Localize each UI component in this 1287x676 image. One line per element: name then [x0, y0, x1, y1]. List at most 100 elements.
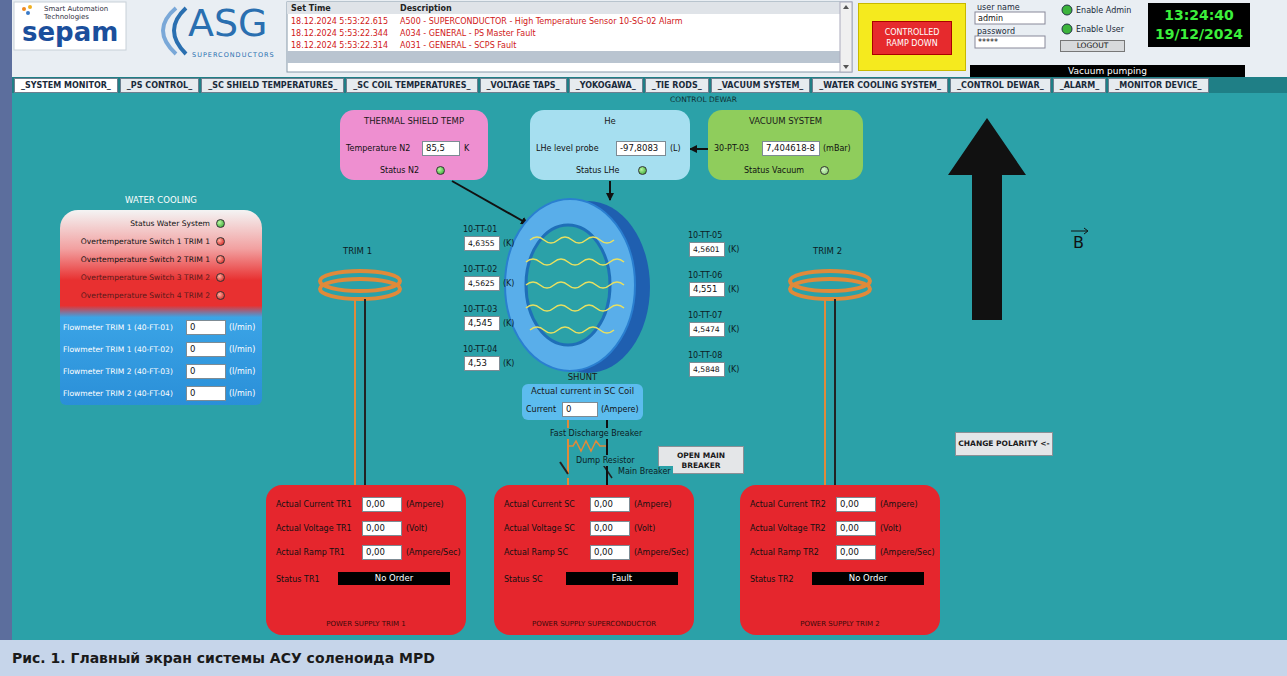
screen-label: Enable Admin	[1076, 5, 1131, 16]
trim-coil-1	[320, 271, 400, 485]
scrollbar	[840, 2, 852, 72]
panel-text: Flowmeter TRIM 1 (40-FT-02)	[63, 344, 185, 355]
panel-text: 0,00	[362, 497, 402, 512]
screen-label: 10-TT-01	[463, 224, 497, 235]
screen-label: password	[977, 26, 1015, 37]
tab-label: _TIE RODS_	[645, 78, 709, 93]
power-supply-panel: Actual Current TR10,00(Ampere)Actual Vol…	[266, 485, 466, 635]
tab-label: _MONITOR DEVICE_	[1108, 78, 1208, 93]
screen-label: 13:24:40	[1148, 7, 1250, 23]
panel-text: 0,00	[590, 521, 630, 536]
tab-label: _CONTROL DEWAR_	[950, 78, 1051, 93]
alarm-row-selected	[287, 51, 840, 63]
feed-arrow	[452, 181, 528, 224]
panel-text: Flowmeter TRIM 2 (40-FT-04)	[63, 388, 185, 399]
panel-text: 30-PT-03	[714, 143, 749, 154]
power-supply-panel: Actual Current TR20,00(Ampere)Actual Vol…	[740, 485, 940, 635]
screen-label: Set Time	[291, 3, 331, 14]
panel-text: Temperature N2	[346, 143, 410, 154]
panel-text: 85,5	[422, 141, 460, 156]
status-led	[216, 219, 225, 228]
panel-text: 0,00	[590, 545, 630, 560]
panel-text: K	[464, 143, 469, 154]
panel-text: THERMAL SHIELD TEMP	[340, 116, 488, 127]
status-led	[638, 166, 647, 175]
panel-text: (L)	[670, 143, 681, 154]
vector-head	[1084, 228, 1088, 234]
screen-label: Vacuum pumping	[970, 65, 1245, 77]
panel-text: (Ampere)	[601, 404, 639, 415]
screen-label: (K)	[503, 238, 515, 249]
logo-box	[14, 2, 126, 50]
main-panel	[12, 93, 1287, 640]
panel-text: 7,404618-8	[762, 141, 820, 156]
panel-text: SHUNT	[522, 372, 643, 383]
alarm-table	[287, 2, 852, 72]
panel-text: Actual current in SC Coil	[522, 386, 643, 397]
panel-text: 0,00	[836, 545, 876, 560]
panel-text: Actual Ramp TR1	[276, 547, 345, 558]
screen-label: Dump Resistor	[574, 455, 637, 466]
screen-label: (K)	[503, 358, 515, 369]
trim-winding	[320, 279, 400, 299]
tab-label: _SC SHIELD TEMPERATURES_	[201, 78, 344, 93]
panel-text: Actual Voltage TR2	[750, 523, 826, 534]
alarm-indicator: CONTROLLED RAMP DOWN	[858, 3, 966, 71]
panel-text: Overtemperature Switch 3 TRIM 2	[60, 272, 210, 283]
panel-text: Actual Current TR2	[750, 499, 826, 510]
screen-label: 10-TT-06	[688, 270, 722, 281]
screen-label: 4,5474	[689, 322, 725, 337]
screen-label: 4,53	[464, 356, 500, 371]
status-led	[216, 273, 225, 282]
panel-text: 0	[186, 364, 226, 379]
panel-text: Actual Voltage TR1	[276, 523, 352, 534]
trim-winding	[790, 279, 870, 299]
panel-text: Actual Current SC	[504, 499, 575, 510]
panel-text: Overtemperature Switch 4 TRIM 2	[60, 290, 210, 301]
status-led	[216, 291, 225, 300]
panel-text: Status Vacuum	[744, 165, 804, 176]
panel-text: 0	[186, 320, 226, 335]
screen-label: *****	[978, 37, 998, 48]
screen-label: 10-TT-08	[688, 350, 722, 361]
panel-text: Status SC	[504, 574, 543, 585]
screen-label: 18.12.2024 5:53:22.344	[291, 28, 388, 39]
coil-winding	[530, 327, 614, 333]
status-led	[216, 255, 225, 264]
helium-panel: HeLHe level probe-97,8083(L)Status LHe	[530, 110, 690, 180]
panel-text: Actual Ramp SC	[504, 547, 568, 558]
panel-text: Fault	[566, 572, 678, 585]
panel-text: Status N2	[380, 165, 419, 176]
connector	[690, 148, 708, 150]
screen-label: 18.12.2024 5:53:22.314	[291, 40, 388, 51]
status-bar	[970, 65, 1245, 77]
screen-label: 10-TT-02	[463, 264, 497, 275]
coil-winding	[526, 259, 624, 265]
vacuum-panel: VACUUM SYSTEM30-PT-037,404618-8(mBar)Sta…	[708, 110, 863, 180]
logo-arc	[174, 8, 186, 54]
screen-label: admin	[978, 13, 1003, 24]
wire	[824, 299, 826, 485]
wire	[364, 299, 366, 485]
screen-label: 10-TT-04	[463, 344, 497, 355]
panel-text: 0,00	[362, 545, 402, 560]
panel-text: (l/min)	[229, 344, 255, 355]
tab-label: _PS CONTROL_	[120, 78, 199, 93]
panel-text: Actual Ramp TR2	[750, 547, 819, 558]
panel-text: (l/min)	[229, 322, 255, 333]
vector-bar	[1071, 231, 1087, 232]
screen-label: (K)	[728, 324, 740, 335]
panel-text: Status TR2	[750, 574, 794, 585]
panel-text: 0	[186, 386, 226, 401]
screen-label: ASG	[188, 1, 268, 45]
screen-label: user name	[977, 2, 1020, 13]
panel-text: Actual Current TR1	[276, 499, 352, 510]
screen-label: 4,5601	[689, 242, 725, 257]
screen-label: TRIM 2	[813, 246, 842, 257]
panel-text: 0	[562, 402, 598, 417]
coil-winding	[526, 305, 624, 311]
screen-label: 10-TT-03	[463, 304, 497, 315]
header-band	[0, 0, 1287, 77]
panel-text: WATER COOLING	[60, 195, 262, 206]
screen-label: 4,551	[689, 282, 725, 297]
